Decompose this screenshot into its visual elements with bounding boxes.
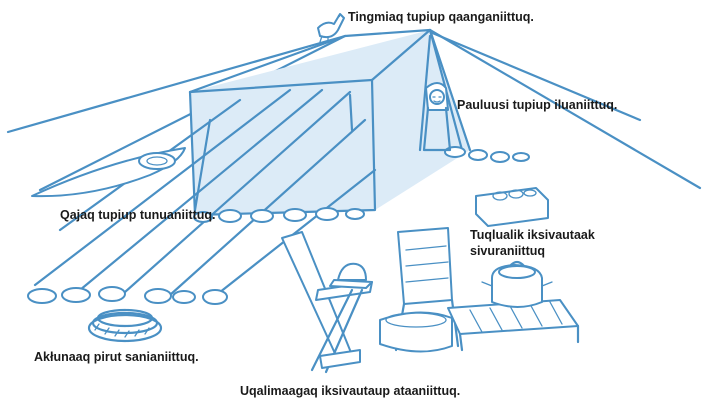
bird <box>317 13 345 43</box>
kayak-caption: Qajaq tupiup tunuaniittuq. <box>60 208 216 222</box>
tent <box>33 28 530 302</box>
wash-basin <box>379 311 453 353</box>
cap-caption: Uqalimaagaq iksivautaup ataaniittuq. <box>240 384 461 398</box>
pot-caption-line1: Tuqlualik iksivautaak <box>470 228 595 242</box>
kettle-pot <box>481 260 553 308</box>
folding-chair-left <box>281 231 373 374</box>
bird-caption: Tingmiaq tupiup qaanganiittuq. <box>348 10 534 24</box>
ground-stones <box>27 286 228 305</box>
rope-caption: Akłunaaq pirut sanianiittuq. <box>34 350 199 364</box>
kayak <box>31 147 186 198</box>
crate <box>475 187 549 227</box>
pot-caption-line2: sivuraniittuq <box>470 244 546 258</box>
coiled-rope <box>87 308 163 343</box>
tent-guy-ropes <box>6 28 702 192</box>
tent-stones <box>193 146 530 223</box>
girl-figure <box>422 82 452 152</box>
cap-object <box>329 262 373 289</box>
girl-caption: Pauluusi tupiup iluaniittuq. <box>457 98 618 112</box>
